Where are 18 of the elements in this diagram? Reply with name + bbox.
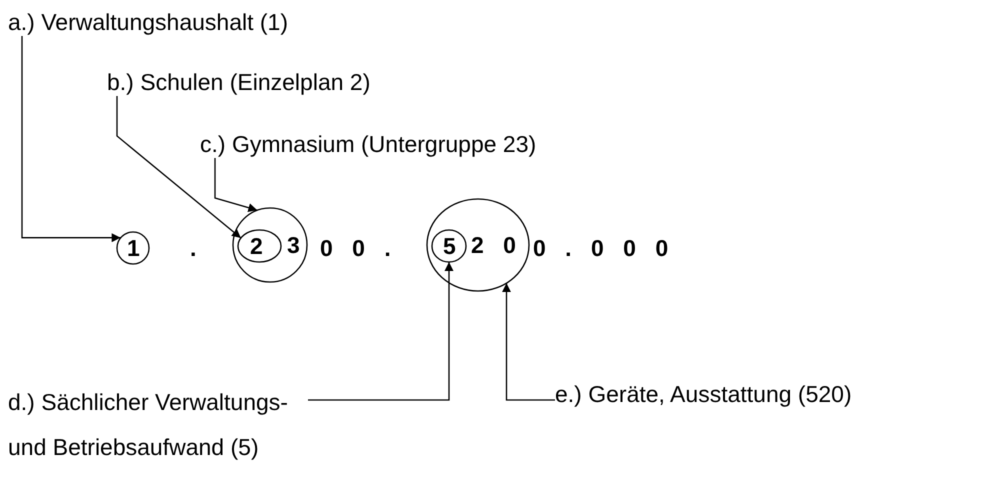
annotation-text: c.) Gymnasium (Untergruppe 23) [200, 130, 536, 158]
digit: 2 0 [471, 231, 516, 259]
digit-group: 0 0 . [320, 234, 391, 262]
leader-line [21, 36, 121, 242]
annotation-text: d.) Sächlicher Verwaltungs- und Betriebsaufwand (5) [8, 388, 289, 462]
leader-line [116, 96, 242, 238]
digit: 5 [443, 232, 456, 260]
annotation-text: a.) Verwaltungshaushalt (1) [8, 8, 288, 36]
leader-line [308, 262, 454, 401]
annotation-text: e.) Geräte, Ausstattung (520) [555, 380, 852, 408]
leader-line [502, 283, 555, 401]
digit-group: . [190, 234, 196, 262]
digit: 3 [287, 231, 300, 259]
annotation-text: b.) Schulen (Einzelplan 2) [107, 68, 370, 96]
digit: 2 [250, 232, 263, 260]
leader-line [214, 158, 258, 212]
digit: 1 [127, 234, 140, 262]
digit-group: 0 . 0 0 0 [533, 234, 668, 262]
